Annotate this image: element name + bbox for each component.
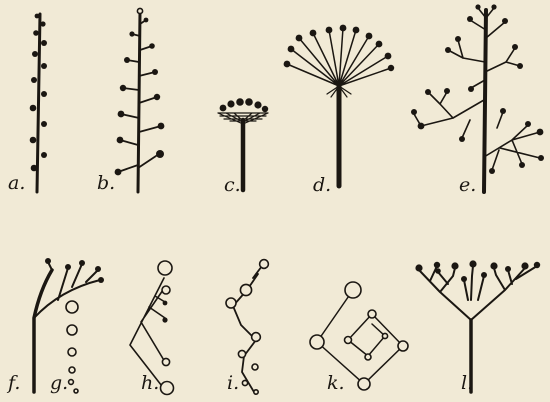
label-f: f. (8, 374, 20, 393)
diagram-a-spike (30, 14, 47, 192)
label-g: g. (50, 374, 68, 393)
label-k: k. (327, 374, 345, 393)
diagram-l-dichasium (415, 260, 540, 392)
label-d: d. (313, 176, 331, 195)
diagram-k-spiral (310, 282, 408, 390)
label-l: l. (461, 374, 473, 393)
label-b: b. (97, 174, 115, 193)
label-h: h. (141, 374, 159, 393)
diagram-b-raceme (115, 8, 165, 192)
label-a: a. (8, 174, 25, 193)
diagram-d-umbel (284, 25, 395, 186)
label-c: c. (224, 176, 241, 195)
label-e: e. (459, 176, 476, 195)
diagram-e-panicle (411, 4, 544, 192)
label-i: i. (227, 374, 239, 393)
